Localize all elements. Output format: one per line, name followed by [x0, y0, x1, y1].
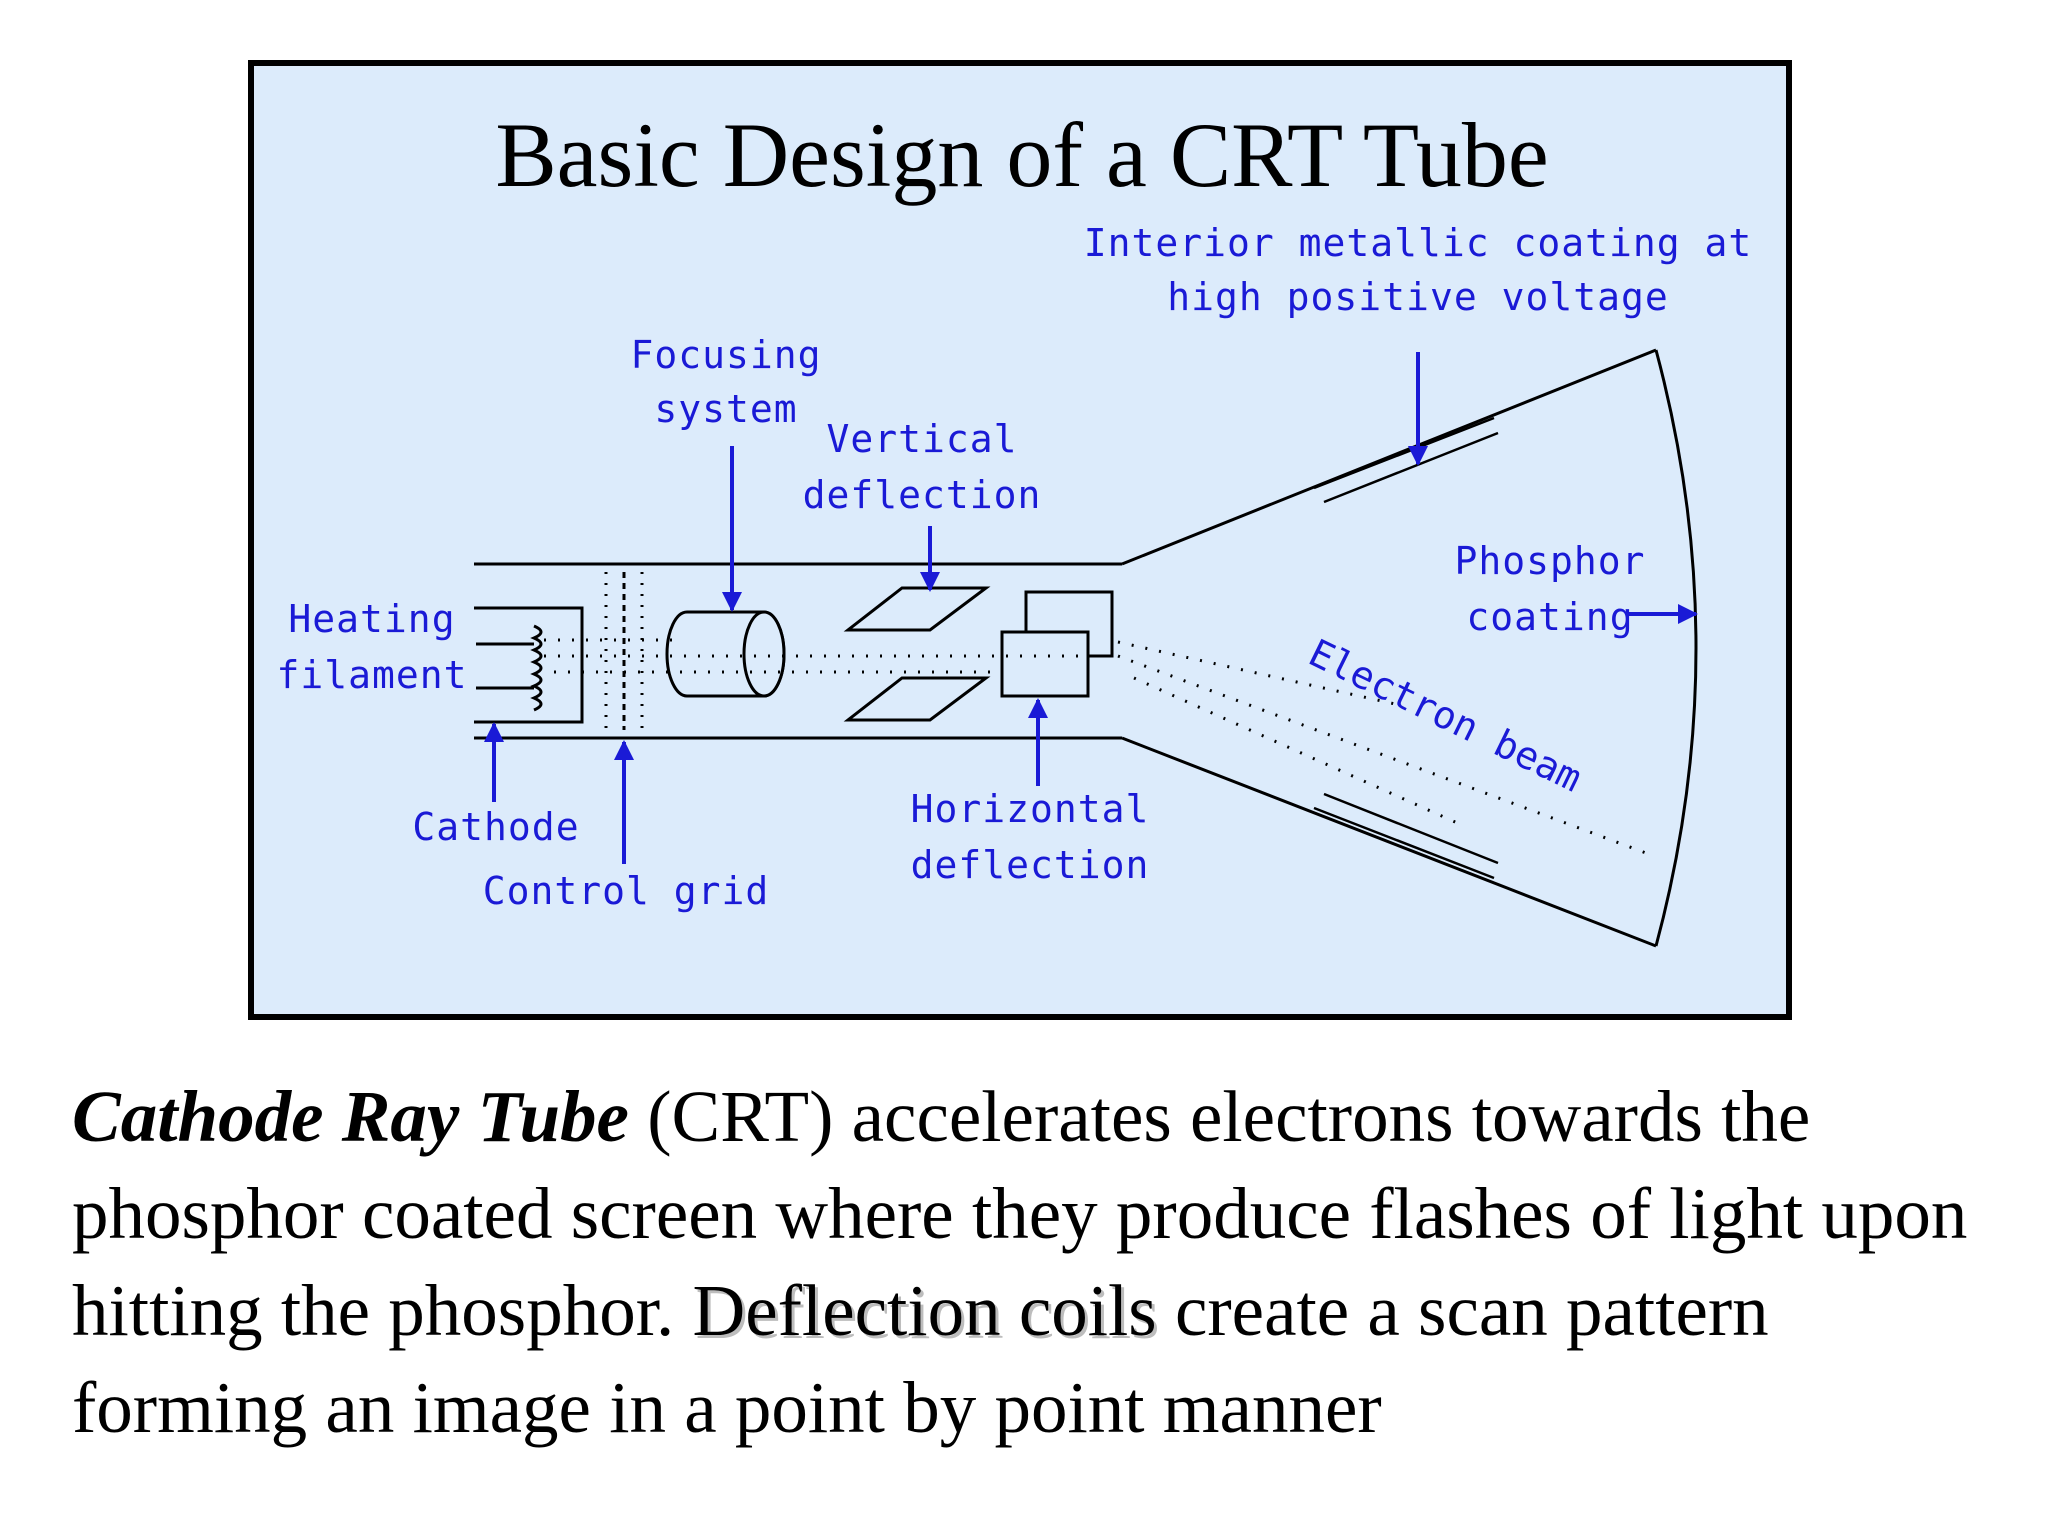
- horizontal-label-line2: deflection: [911, 843, 1150, 887]
- cathode-assembly: [474, 606, 584, 724]
- electron-beam-path: [544, 638, 1655, 858]
- cathode-label: Cathode: [412, 805, 579, 849]
- heating-filament-label-line2: filament: [276, 653, 467, 697]
- focusing-label-line2: system: [654, 387, 797, 431]
- caption-text: (CRT) accelerates electrons towards the …: [72, 1076, 1968, 1351]
- metallic-coating-label-line1: Interior metallic coating at: [1084, 221, 1753, 265]
- electron-beam-label: Electron beam: [1302, 631, 1589, 801]
- focusing-cylinder: [665, 610, 786, 698]
- tube-neck: [474, 562, 1122, 740]
- caption-term: Cathode Ray Tube: [72, 1076, 629, 1157]
- metallic-coating-label-line2: high positive voltage: [1167, 275, 1668, 319]
- diagram-title: Basic Design of a CRT Tube: [495, 104, 1548, 206]
- tube-bulb: [1121, 348, 1698, 948]
- phosphor-label-line2: coating: [1466, 595, 1633, 639]
- horizontal-label-line1: Horizontal: [911, 787, 1150, 831]
- phosphor-label-line1: Phosphor: [1454, 539, 1645, 583]
- crt-diagram: Basic Design of a CRT Tube: [248, 60, 1792, 1020]
- vertical-label-line1: Vertical: [826, 417, 1017, 461]
- crt-diagram-svg: Basic Design of a CRT Tube: [276, 104, 1753, 948]
- control-grid: [604, 572, 644, 730]
- horizontal-deflection-plates: [1000, 590, 1114, 698]
- caption-paragraph: Cathode Ray Tube (CRT) accelerates elect…: [72, 1068, 1992, 1456]
- metallic-coating: [1313, 416, 1499, 880]
- focusing-label-line1: Focusing: [630, 333, 821, 377]
- heating-filament-label-line1: Heating: [288, 597, 455, 641]
- vertical-deflection-plates: [843, 586, 991, 722]
- caption-highlight: Deflection coils: [692, 1270, 1157, 1351]
- vertical-label-line2: deflection: [803, 473, 1042, 517]
- caption-text-end: create a scan pattern forming an image i…: [72, 1270, 1769, 1448]
- control-grid-label: Control grid: [483, 869, 770, 913]
